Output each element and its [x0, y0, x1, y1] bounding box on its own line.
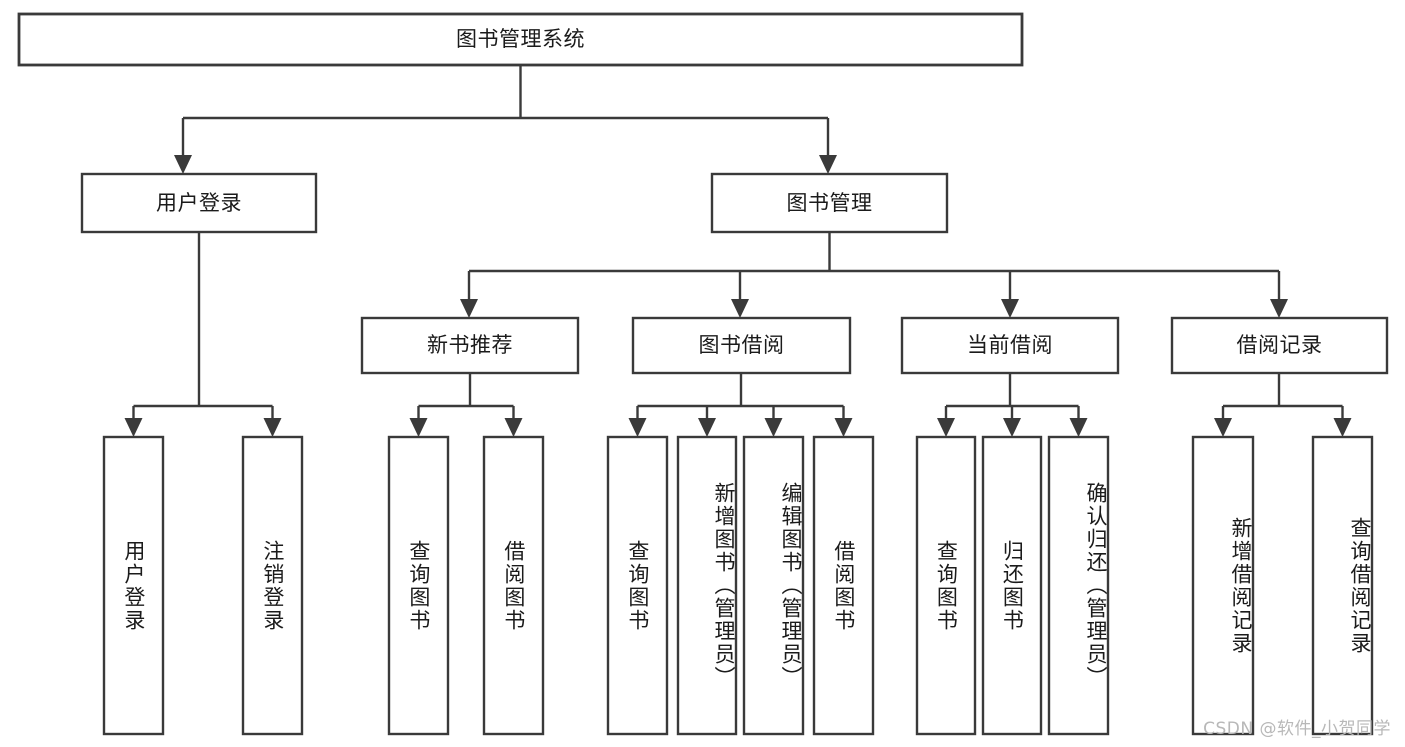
node-box-root[interactable] [17, 12, 1024, 67]
arrow-head-icon [1270, 299, 1288, 318]
node-box-book-manage[interactable] [710, 172, 949, 234]
node-box-book-borrow[interactable] [631, 316, 852, 375]
connector-new-book-rec-to-leaves [409, 373, 523, 437]
node-box-leaf-return-book[interactable] [981, 435, 1043, 736]
arrow-head-icon [1214, 418, 1232, 437]
arrow-head-icon [124, 418, 143, 437]
node-box-leaf-query-record[interactable] [1311, 435, 1374, 736]
arrow-head-icon [1003, 418, 1021, 437]
node-box-leaf-query-book-2[interactable] [606, 435, 669, 736]
arrow-head-icon [834, 418, 853, 437]
node-box-leaf-edit-book[interactable] [742, 435, 805, 736]
connector-book-borrow-to-leaves [628, 373, 853, 437]
connector-book-manage-to-level3 [460, 232, 1288, 318]
arrow-head-icon [1001, 299, 1019, 318]
node-box-leaf-confirm-return[interactable] [1047, 435, 1110, 736]
arrow-head-icon [731, 299, 749, 318]
node-box-borrow-record[interactable] [1170, 316, 1389, 375]
connector-root-to-level2 [174, 65, 837, 174]
node-box-current-borrow[interactable] [900, 316, 1120, 375]
node-box-leaf-query-book-3[interactable] [915, 435, 977, 736]
node-box-user-login[interactable] [80, 172, 318, 234]
connector-user-login-to-leaves [124, 232, 282, 437]
connector-borrow-record-to-leaves [1214, 373, 1352, 437]
arrow-head-icon [1069, 418, 1088, 437]
arrow-head-icon [764, 418, 783, 437]
arrow-head-icon [628, 418, 647, 437]
node-box-leaf-borrow-book-2[interactable] [812, 435, 875, 736]
arrow-head-icon [409, 418, 428, 437]
node-box-leaf-borrow-book-1[interactable] [482, 435, 545, 736]
arrow-head-icon [263, 418, 282, 437]
connector-current-borrow-to-leaves [937, 373, 1088, 437]
arrow-head-icon [698, 418, 716, 437]
arrow-head-icon [819, 155, 837, 174]
node-box-leaf-add-book[interactable] [676, 435, 738, 736]
node-box-leaf-add-record[interactable] [1191, 435, 1255, 736]
arrow-head-icon [937, 418, 955, 437]
node-box-leaf-user-login[interactable] [102, 435, 165, 736]
arrow-head-icon [1333, 418, 1352, 437]
node-box-leaf-logout[interactable] [241, 435, 304, 736]
arrow-head-icon [460, 299, 478, 318]
csdn-watermark: CSDN @软件_小贺同学 [1203, 719, 1391, 739]
node-box-new-book-rec[interactable] [360, 316, 580, 375]
arrow-head-icon [174, 155, 192, 174]
node-box-leaf-query-book-1[interactable] [387, 435, 450, 736]
arrow-head-icon [504, 418, 523, 437]
